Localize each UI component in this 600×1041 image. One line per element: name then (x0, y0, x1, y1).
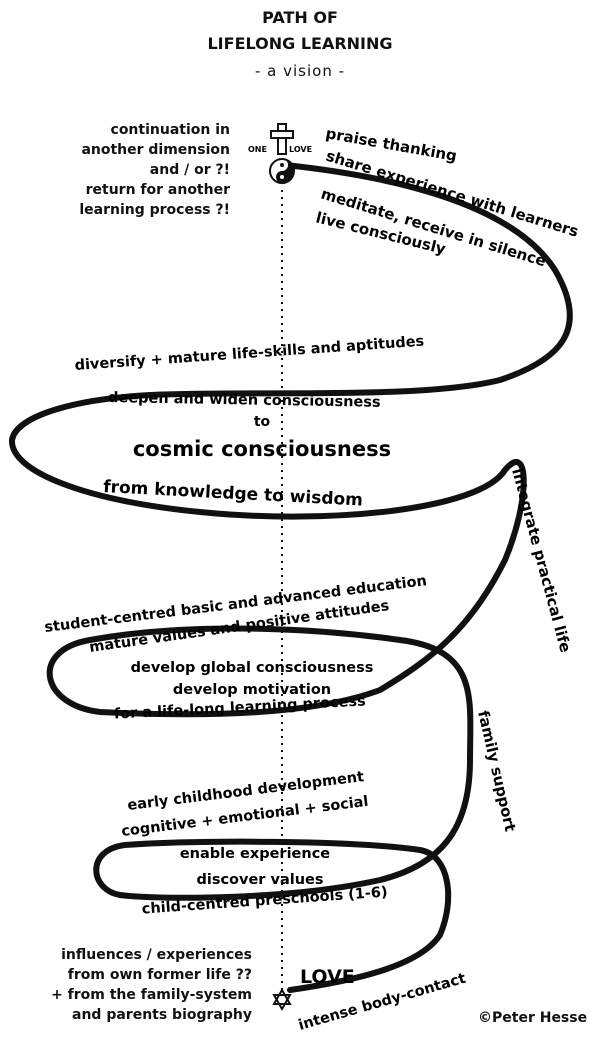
credit: ©Peter Hesse (478, 1010, 588, 1026)
emblem-left-word: ONE (248, 145, 267, 154)
label-motivation: develop motivation (173, 682, 331, 698)
note-line: continuation in (110, 122, 230, 138)
yin-yang-icon (269, 158, 295, 184)
emblem-right-word: LOVE (289, 145, 312, 154)
note-line: learning process ?! (79, 202, 230, 218)
note-line: influences / experiences (61, 947, 252, 963)
label-discover: discover values (196, 872, 323, 888)
subtitle: - a vision - (254, 62, 346, 80)
title-line-2: LIFELONG LEARNING (207, 34, 393, 53)
label-love: LOVE (300, 966, 355, 988)
label-cosmic: cosmic consciousness (133, 437, 391, 461)
note-line: + from the family-system (51, 987, 252, 1003)
star-of-david-icon (272, 987, 292, 1012)
spiral-path (9, 162, 573, 993)
note-line: and parents biography (72, 1007, 252, 1023)
note-line: and / or ?! (149, 162, 230, 178)
label-to: to (254, 414, 271, 430)
bottom-left-note: influences / experiences from own former… (20, 945, 252, 1025)
label-enable: enable experience (180, 846, 330, 862)
label-preschool: child-centred preschools (1-6) (141, 884, 388, 917)
label-family: family support (474, 709, 519, 833)
label-deepen: deepen and widen consciousness (108, 390, 381, 411)
note-line: from own former life ?? (67, 967, 252, 983)
note-line: return for another (85, 182, 230, 198)
title-line-1: PATH OF (262, 8, 338, 27)
label-diversify: diversify + mature life-skills and aptit… (74, 334, 425, 374)
cross-icon (270, 123, 294, 155)
note-line: another dimension (81, 142, 230, 158)
label-integrate: integrate practical life (508, 466, 575, 654)
label-global: develop global consciousness (131, 660, 374, 676)
top-left-note: continuation in another dimension and / … (40, 120, 230, 220)
